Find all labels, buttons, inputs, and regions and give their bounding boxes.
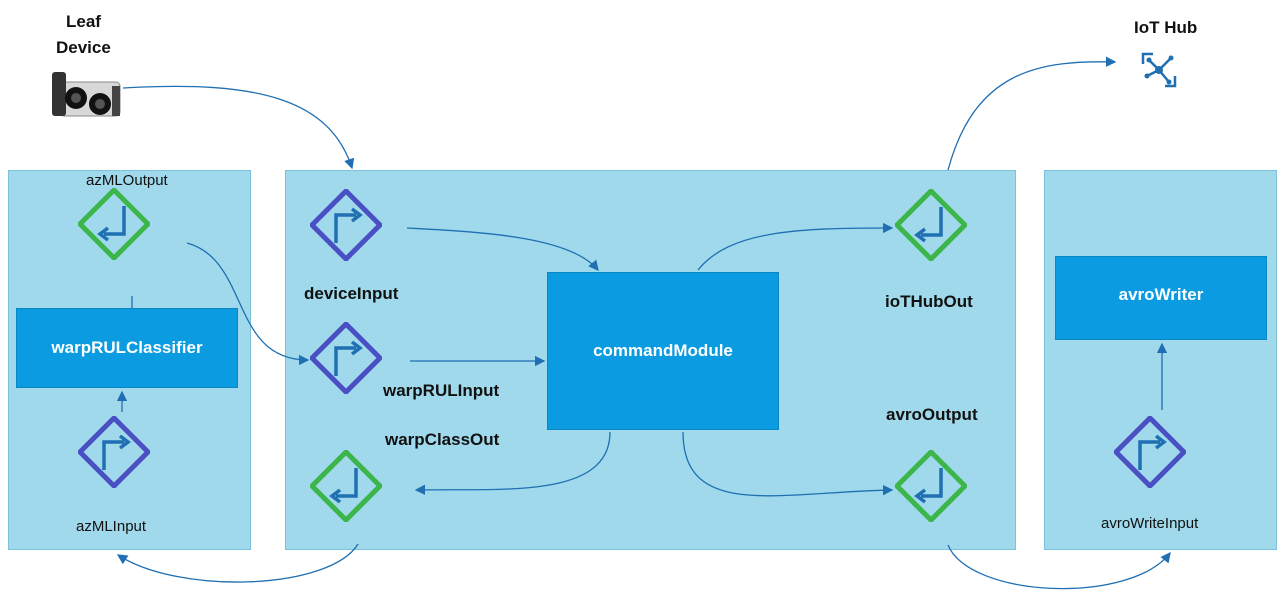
device-input-label: deviceInput [304, 284, 399, 303]
output-route-icon [895, 450, 967, 522]
input-route-icon [310, 322, 382, 394]
output-route-icon [895, 189, 967, 261]
input-route-icon [78, 416, 150, 488]
avro-output-label: avroOutput [886, 405, 978, 424]
iot-hub-label: IoT Hub [1134, 18, 1198, 37]
iothub-out-route[interactable] [895, 189, 967, 261]
flow-avro-output-to-avro-write-input [947, 544, 1171, 590]
flow-iothub-out-to-iot-hub [947, 56, 1117, 171]
avro-writer-module[interactable]: avroWriter [1055, 256, 1267, 340]
leaf-device-label-line1: Leaf [66, 12, 101, 31]
warp-rul-input-route[interactable] [310, 322, 382, 394]
command-module-label: commandModule [593, 341, 733, 360]
avro-write-input-label: avroWriteInput [1101, 515, 1199, 532]
input-route-icon [310, 189, 382, 261]
warp-rul-classifier-module[interactable]: warpRULClassifier [16, 308, 238, 388]
warp-rul-input-label: warpRULInput [383, 381, 500, 400]
right-module-panel [1044, 170, 1277, 550]
iothub-out-label: ioTHubOut [885, 292, 973, 311]
sensor-camera-icon [52, 72, 121, 117]
azml-output-route[interactable] [78, 188, 150, 260]
command-module[interactable]: commandModule [547, 272, 779, 430]
avro-writer-label: avroWriter [1118, 285, 1204, 304]
warp-class-out-route[interactable] [310, 450, 382, 522]
device-input-route[interactable] [310, 189, 382, 261]
input-route-icon [1114, 416, 1186, 488]
output-route-icon [78, 188, 150, 260]
warp-class-out-label: warpClassOut [385, 430, 500, 449]
avro-write-input-route[interactable] [1114, 416, 1186, 488]
avro-output-route[interactable] [895, 450, 967, 522]
iot-hub-icon [1141, 52, 1177, 88]
azml-input-label: azMLInput [76, 518, 147, 535]
azml-input-route[interactable] [78, 416, 150, 488]
flow-leaf-to-device-input [122, 85, 355, 170]
azml-output-label: azMLOutput [86, 172, 168, 189]
warp-rul-classifier-label: warpRULClassifier [51, 338, 203, 357]
leaf-device-label-line2: Device [56, 38, 111, 57]
output-route-icon [310, 450, 382, 522]
